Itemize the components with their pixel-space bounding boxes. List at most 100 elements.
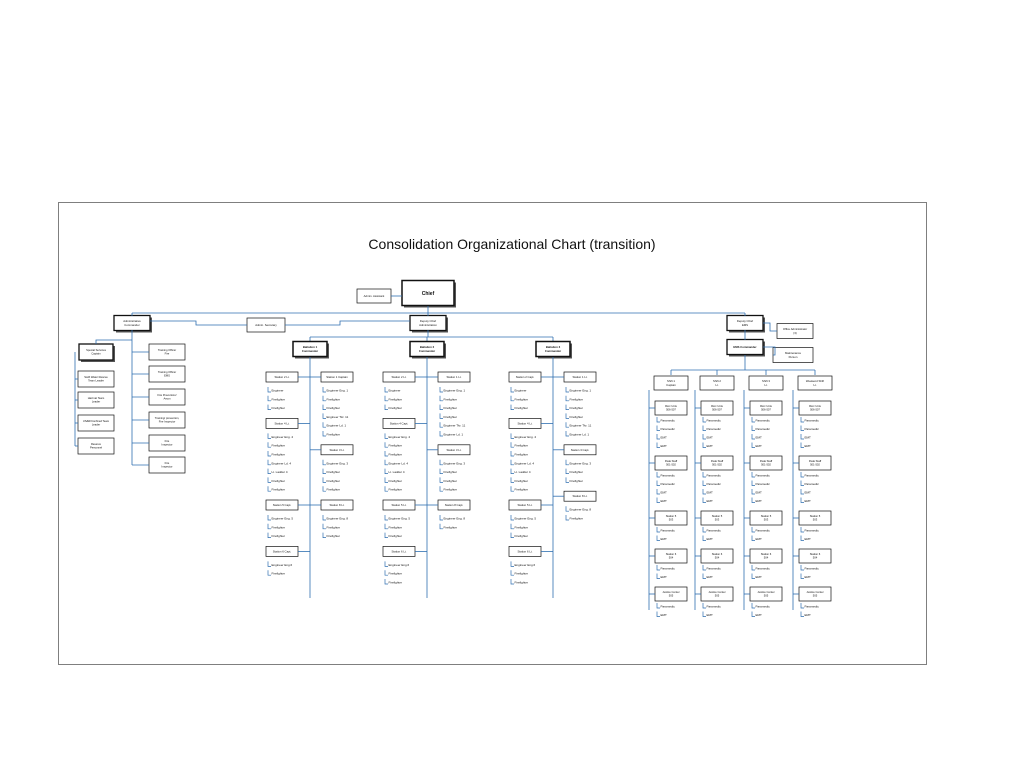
staff-item: Firefighter [570, 397, 584, 401]
item-bracket [384, 459, 388, 466]
item-bracket [702, 489, 706, 495]
item-bracket [510, 570, 514, 576]
staff-item: EMT [756, 436, 763, 440]
staff-item: Firefighter [327, 525, 341, 529]
item-bracket [656, 527, 660, 533]
station-box-label: Station 6 Lt. [392, 549, 407, 553]
staff-item: Firefighter [444, 470, 458, 474]
item-bracket [656, 565, 660, 571]
ems-shift-box [699, 375, 735, 391]
staff-item: Paramedic [707, 567, 722, 571]
item-bracket [751, 425, 755, 431]
battalion-box [535, 340, 571, 358]
staff-item: EMT [805, 499, 812, 503]
ems-unit-box-label: 503 [764, 518, 769, 522]
admin-staff-box-label: Fire [165, 439, 170, 443]
staff-item: Firefighter [389, 453, 403, 457]
special-team-box-label: Hazmat Team [88, 396, 105, 400]
item-bracket [384, 442, 388, 448]
admin-staff-box-label: Inspector [161, 465, 172, 469]
ems-unit-box-label: Station 6 [810, 552, 821, 556]
item-bracket [384, 532, 388, 538]
admin-staff-box-label: EMS [164, 374, 170, 378]
ems-unit-box-label: 506-507 [761, 408, 771, 412]
staff-item: Firefighter [389, 534, 403, 538]
staff-item: Firefighter [570, 406, 584, 410]
item-bracket [439, 413, 443, 419]
staff-item: EMT [707, 444, 714, 448]
ems-unit-box-label: 506-507 [666, 408, 676, 412]
ems-unit-box-label: 501-502 [761, 463, 771, 467]
admin-staff-box-label: Fire Inspector [159, 420, 176, 424]
staff-item: Paramedic [707, 427, 722, 431]
ems-unit-box-label: Peak Staff [711, 459, 724, 463]
staff-item: Firefighter [515, 534, 529, 538]
staff-item: Engineer Eng. 5 [515, 517, 537, 521]
item-bracket [267, 523, 271, 530]
staff-item: EMT [661, 613, 668, 617]
item-bracket [565, 395, 569, 402]
staff-item: Lt. Ladder 4 [389, 470, 405, 474]
station-box-label: Station 6 Capt. [273, 549, 292, 553]
item-bracket [702, 565, 706, 571]
item-bracket [751, 472, 755, 478]
item-bracket [267, 477, 271, 483]
item-bracket [267, 468, 271, 474]
item-bracket [751, 573, 755, 579]
staff-item: EMT [805, 613, 812, 617]
item-bracket [800, 603, 804, 609]
ems-shift-box [748, 375, 784, 391]
item-bracket [751, 497, 755, 503]
item-bracket [510, 532, 514, 538]
staff-item: Firefighter [327, 534, 341, 538]
staff-item: Firefighter [389, 397, 403, 401]
item-bracket [656, 497, 660, 503]
station-box-label: Station 4 Lt. [275, 421, 290, 425]
ems-unit-box-label: Station 6 [666, 552, 677, 556]
item-bracket [439, 523, 443, 530]
item-bracket [510, 477, 514, 483]
staff-item: Engineer Ld. 1 [327, 424, 347, 428]
staff-item: Firefighter [389, 406, 403, 410]
battalion-box-label: Commander [545, 349, 562, 353]
item-bracket [565, 459, 569, 466]
staff-item: Engineer Tkr. 11 [444, 424, 466, 428]
item-bracket [384, 387, 388, 393]
item-bracket [565, 387, 569, 393]
staff-item: Paramedic [661, 567, 676, 571]
staff-item: EMT [661, 444, 668, 448]
item-bracket [322, 404, 326, 410]
station-box-label: Station 8 Lt. [573, 494, 588, 498]
ems-shift-box-label: Shift 1 [667, 379, 675, 383]
staff-item: Paramedic [707, 419, 722, 423]
ems-unit-box-label: Peak Staff [665, 459, 678, 463]
staff-item: Engineer Eng. 1 [444, 389, 466, 393]
station-box-label: Station 8 Capt. [445, 503, 464, 507]
item-bracket [656, 434, 660, 440]
chief-box-label: Chief [422, 291, 435, 297]
staff-item: Paramedic [805, 567, 820, 571]
item-bracket [384, 451, 388, 457]
item-bracket [510, 486, 514, 492]
staff-item: EMT [661, 537, 668, 541]
ems-shift-box-label: Lt. [813, 383, 816, 387]
item-bracket [322, 413, 326, 419]
item-bracket [322, 515, 326, 521]
item-bracket [439, 395, 443, 402]
staff-item: Firefighter [389, 525, 403, 529]
item-bracket [751, 442, 755, 448]
admin-staff-box-label: Inspector [161, 443, 172, 447]
staff-item: Firefighter [444, 488, 458, 492]
item-bracket [800, 442, 804, 448]
special-team-box-label: Swift Water Rescue [84, 375, 108, 379]
item-bracket [510, 459, 514, 466]
staff-item: Firefighter [515, 397, 529, 401]
battalion-box [292, 340, 328, 358]
item-bracket [384, 468, 388, 474]
item-bracket [267, 532, 271, 538]
staff-item: Firefighter [515, 572, 529, 576]
item-bracket [267, 442, 271, 448]
item-bracket [384, 523, 388, 530]
item-bracket [565, 431, 569, 437]
deputy-admin-box-label: Administration [419, 323, 437, 327]
